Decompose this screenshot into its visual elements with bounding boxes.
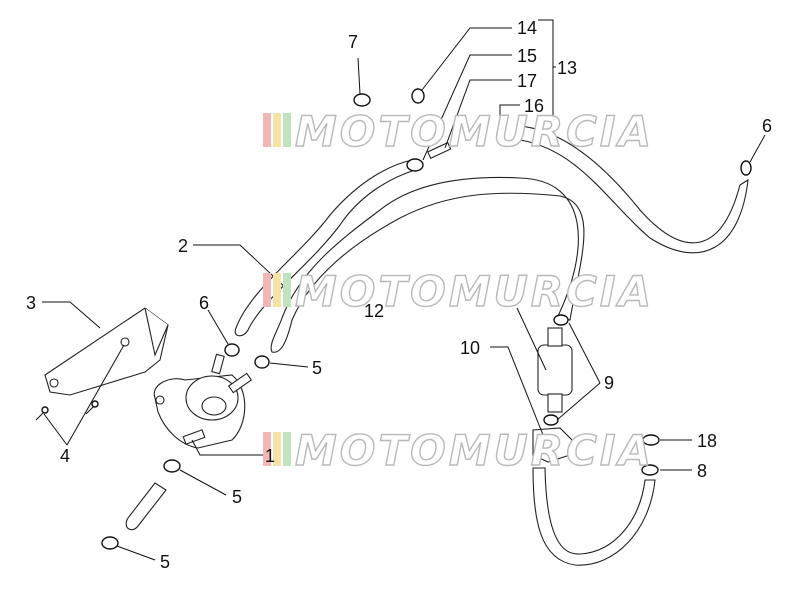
label-6a: 6: [762, 116, 772, 136]
fuel-filter: [537, 327, 573, 413]
hose-lower-u: [532, 467, 656, 566]
watermark-text: MOTOMURCIA: [295, 267, 654, 316]
bracket-3: [44, 307, 169, 396]
clamp-5-mid: [163, 459, 181, 473]
clamp-6-pump: [224, 343, 240, 357]
screw-4b: [85, 400, 99, 415]
clamp-18: [642, 434, 660, 446]
watermark-text: MOTOMURCIA: [295, 426, 654, 475]
hose-short: [125, 482, 167, 531]
label-10: 10: [460, 338, 480, 358]
hose-9-long: [270, 125, 749, 353]
leader-lines: [42, 19, 766, 561]
label-12: 12: [364, 301, 384, 321]
watermark-middle: MOTOMURCIA: [263, 266, 654, 317]
label-2: 2: [178, 236, 188, 256]
label-1: 1: [265, 446, 275, 466]
clamp-5-pump: [254, 355, 270, 369]
watermark-top: MOTOMURCIA: [263, 106, 654, 157]
part-labels: 1 2 3 4 5 5 5 6 6 7 8 9 10 12 13 14 15 1…: [26, 18, 772, 572]
label-5b: 5: [232, 487, 242, 507]
label-5c: 5: [160, 552, 170, 572]
label-15: 15: [517, 46, 537, 66]
clamp-14: [411, 88, 425, 104]
clamp-6-top: [740, 160, 752, 176]
screw-4a: [35, 406, 49, 421]
clamp-9-bottom: [543, 414, 559, 426]
watermark-bottom: MOTOMURCIA: [263, 425, 654, 476]
label-8: 8: [697, 461, 707, 481]
fitting-17: [427, 141, 452, 160]
label-9: 9: [604, 373, 614, 393]
clamp-7: [353, 93, 371, 107]
clamp-5-low: [101, 536, 119, 550]
label-14: 14: [517, 18, 537, 38]
label-5a: 5: [312, 358, 322, 378]
label-13: 13: [557, 58, 577, 78]
fuel-pump-1: [153, 353, 253, 449]
label-17: 17: [517, 71, 537, 91]
label-4: 4: [60, 446, 70, 466]
clamp-9-top: [553, 314, 569, 326]
label-16: 16: [524, 96, 544, 116]
label-18: 18: [697, 431, 717, 451]
hose-2: [234, 159, 416, 337]
label-6b: 6: [199, 293, 209, 313]
label-7: 7: [348, 32, 358, 52]
filter-connector-10: [532, 427, 573, 463]
clamp-15: [406, 158, 424, 172]
clamp-8: [641, 464, 659, 476]
label-3: 3: [26, 293, 36, 313]
watermark-text: MOTOMURCIA: [295, 107, 654, 156]
